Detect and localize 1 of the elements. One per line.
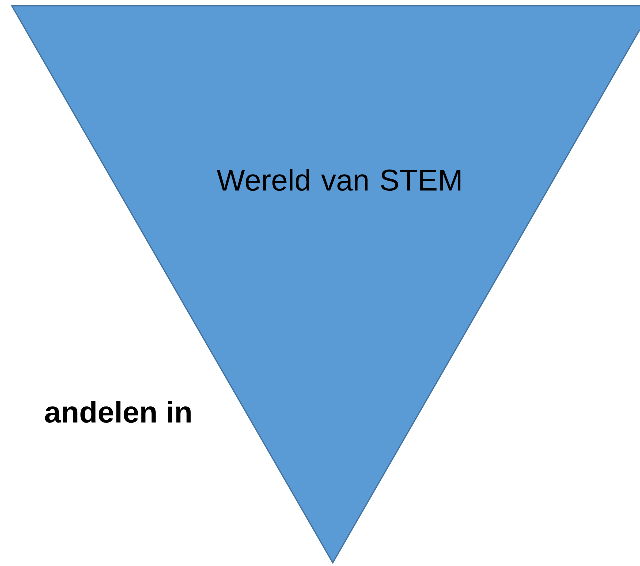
label-text: andelen in [45,401,191,424]
